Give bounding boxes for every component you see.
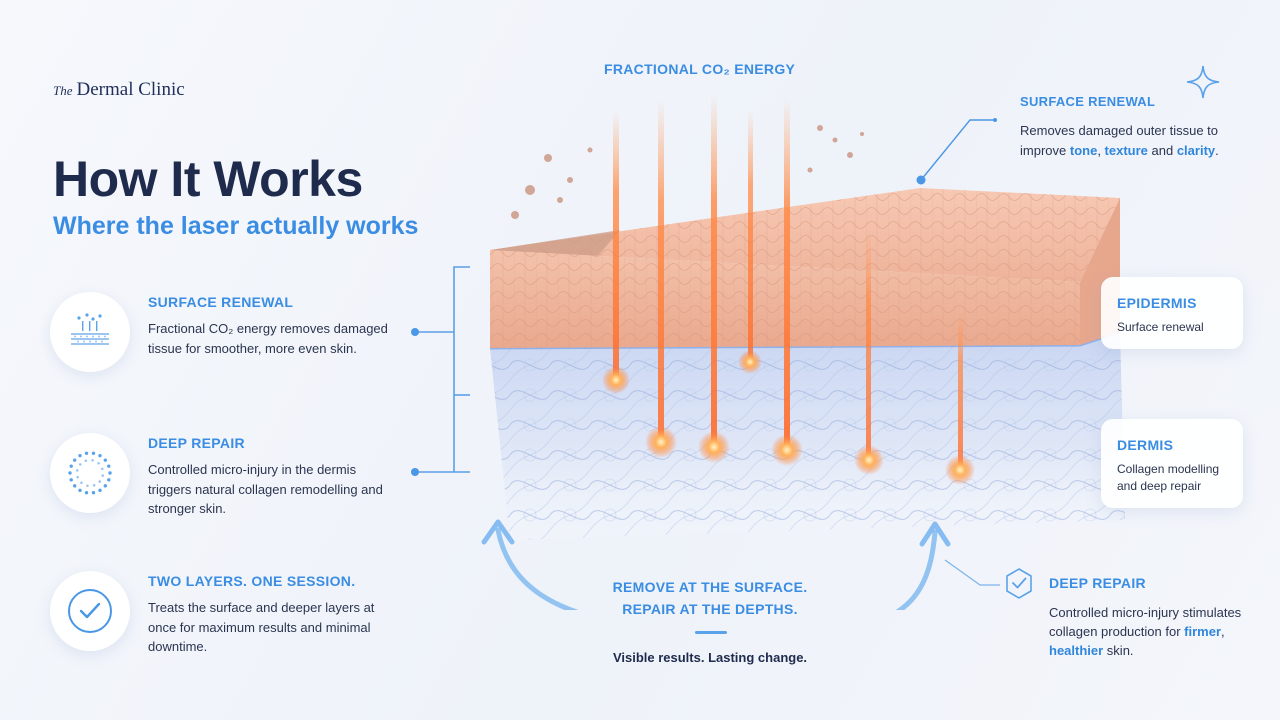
brand-prefix: The bbox=[53, 83, 73, 98]
brand-name: Dermal Clinic bbox=[76, 79, 185, 100]
feature-text: Controlled micro-injury in the dermis tr… bbox=[148, 462, 383, 516]
skin-cross-section-illustration bbox=[481, 95, 1125, 610]
deep-callout-title: DEEP REPAIR bbox=[1049, 575, 1146, 591]
epidermis-title: EPIDERMIS bbox=[1117, 295, 1197, 311]
feature-text: Fractional CO₂ energy removes damaged ti… bbox=[148, 321, 388, 356]
feature-title: TWO LAYERS. ONE SESSION. bbox=[148, 573, 356, 589]
dermis-title: DERMIS bbox=[1117, 437, 1174, 453]
headline-line-1: REMOVE AT THE SURFACE. bbox=[612, 579, 808, 595]
feature-title: DEEP REPAIR bbox=[148, 435, 245, 451]
surface-callout-text: Removes damaged outer tissue to improve … bbox=[1020, 123, 1219, 158]
check-circle-icon bbox=[50, 571, 130, 651]
feature-deep-repair: DEEP REPAIR Controlled micro-injury in t… bbox=[50, 433, 440, 533]
dermis-card: DERMIS Collagen modelling and deep repai… bbox=[1101, 419, 1243, 508]
surface-callout-title: SURFACE RENEWAL bbox=[1020, 94, 1156, 109]
energy-label: FRACTIONAL CO₂ ENERGY bbox=[604, 61, 796, 77]
layer-bracket bbox=[411, 266, 470, 476]
feature-title: SURFACE RENEWAL bbox=[148, 294, 294, 310]
epidermis-card: EPIDERMIS Surface renewal bbox=[1101, 277, 1243, 349]
skin-layers-icon bbox=[50, 292, 130, 372]
page-title: How It Works bbox=[53, 151, 363, 207]
feature-surface-renewal: SURFACE RENEWAL Fractional CO₂ energy re… bbox=[50, 292, 440, 392]
headline-line-2: REPAIR AT THE DEPTHS. bbox=[622, 601, 798, 617]
dotted-circle-icon bbox=[50, 433, 130, 513]
sparkle-icon bbox=[1186, 65, 1220, 99]
feature-two-layers: TWO LAYERS. ONE SESSION. Treats the surf… bbox=[50, 571, 440, 671]
tagline: Visible results. Lasting change. bbox=[612, 650, 808, 665]
deep-callout-text: Controlled micro-injury stimulates colla… bbox=[1049, 605, 1242, 658]
feature-text: Treats the surface and deeper layers at … bbox=[148, 600, 375, 654]
bottom-headline: REMOVE AT THE SURFACE. REPAIR AT THE DEP… bbox=[590, 576, 830, 620]
page-subtitle: Where the laser actually works bbox=[53, 212, 419, 240]
laser-beams bbox=[613, 95, 963, 470]
shield-check-icon bbox=[1006, 568, 1032, 599]
dermis-text: Collagen modelling and deep repair bbox=[1117, 462, 1220, 493]
divider bbox=[695, 631, 727, 634]
epidermis-text: Surface renewal bbox=[1117, 320, 1204, 334]
